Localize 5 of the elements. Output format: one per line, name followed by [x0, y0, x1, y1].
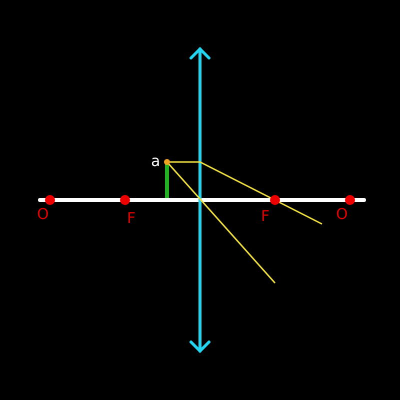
point-label: O	[37, 207, 49, 222]
object-label: a	[151, 154, 160, 169]
point-label: F	[261, 209, 270, 224]
point-label: O	[336, 207, 348, 222]
point-label: F	[127, 211, 136, 226]
